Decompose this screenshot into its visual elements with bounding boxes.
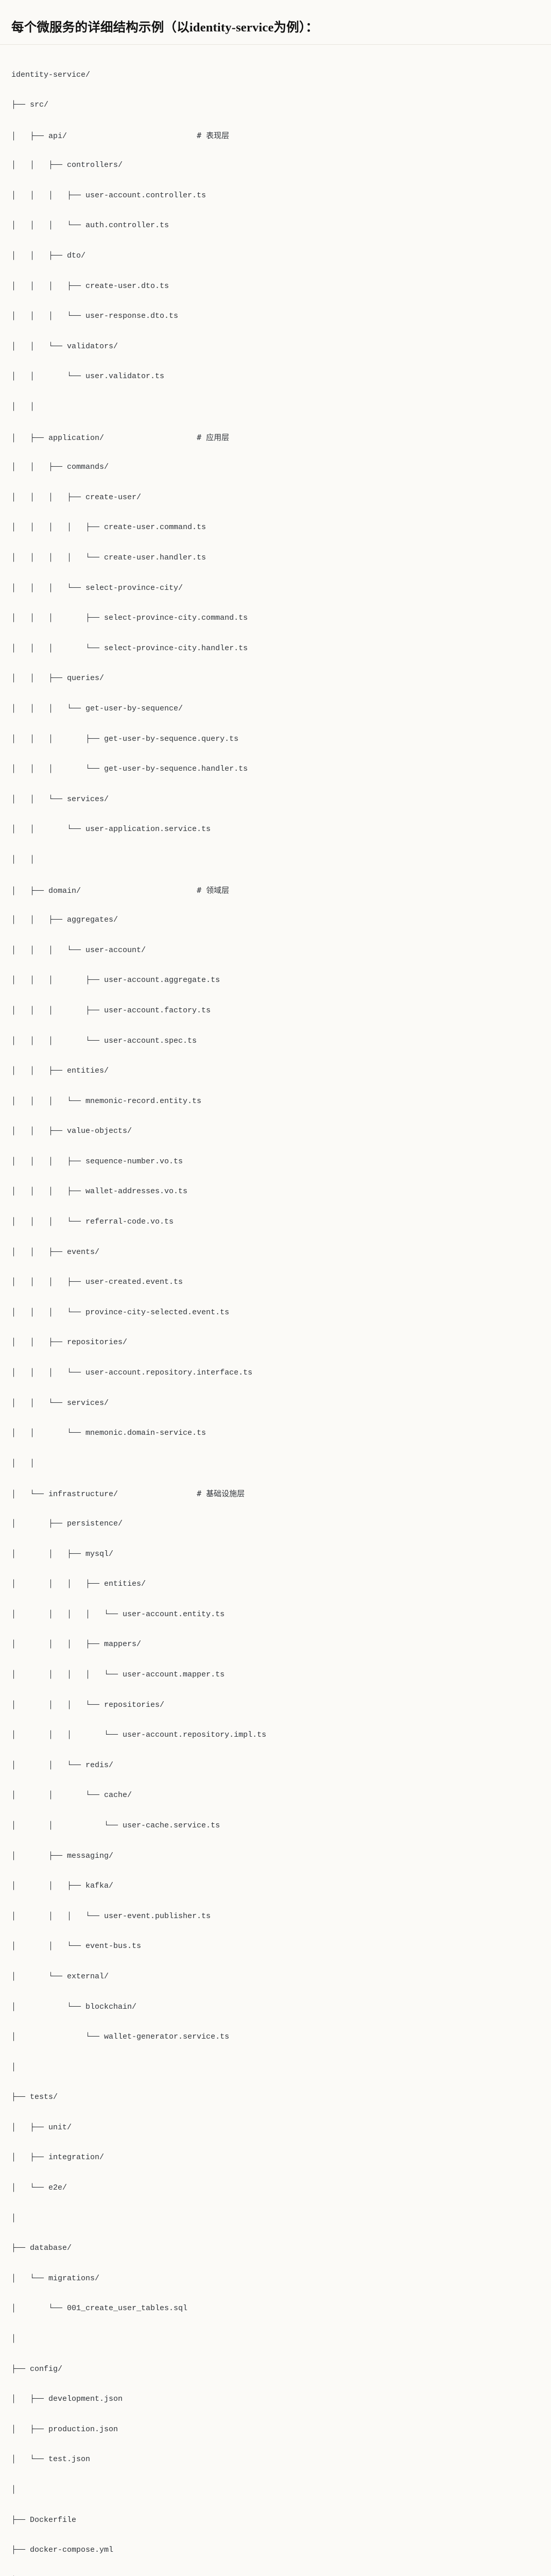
tree-line: ├── src/ [11, 98, 540, 112]
tree-line: │ [11, 2483, 540, 2497]
tree-line: │ │ │ └── user-account.spec.ts [11, 1034, 540, 1048]
tree-line: │ │ ├── queries/ [11, 671, 540, 686]
tree-line: │ │ ├── events/ [11, 1245, 540, 1260]
tree-line: │ │ │ │ └── create-user.handler.ts [11, 551, 540, 565]
tree-line: │ │ │ │ └── user-account.entity.ts [11, 1607, 540, 1622]
tree-line-comment: # 应用层 [197, 433, 229, 442]
tree-line: │ └── 001_create_user_tables.sql [11, 2301, 540, 2316]
tree-line: ├── Dockerfile [11, 2513, 540, 2528]
tree-line: │ │ ├── repositories/ [11, 1335, 540, 1350]
tree-line: │ │ [11, 853, 540, 867]
tree-line: │ ├── unit/ [11, 2121, 540, 2135]
tree-line: │ │ ├── dto/ [11, 249, 540, 263]
tree-line: identity-service/ [11, 68, 540, 82]
tree-line: │ └── test.json [11, 2452, 540, 2467]
tree-line: │ │ │ └── user-event.publisher.ts [11, 1909, 540, 1924]
tree-line: │ │ ├── mysql/ [11, 1547, 540, 1562]
tree-line: │ └── external/ [11, 1970, 540, 1984]
tree-line: │ │ └── user.validator.ts [11, 369, 540, 384]
tree-line: │ │ │ │ ├── create-user.command.ts [11, 520, 540, 535]
tree-line: │ │ ├── commands/ [11, 460, 540, 474]
tree-line: │ │ ├── value-objects/ [11, 1124, 540, 1139]
tree-line: │ └── migrations/ [11, 2272, 540, 2286]
tree-line: │ │ │ └── province-city-selected.event.t… [11, 1306, 540, 1320]
tree-line: │ │ └── services/ [11, 1396, 540, 1411]
tree-line: │ ├── production.json [11, 2422, 540, 2437]
tree-line: │ ├── development.json [11, 2392, 540, 2406]
tree-line: │ └── blockchain/ [11, 2000, 540, 2014]
tree-line: │ │ │ ├── get-user-by-sequence.query.ts [11, 732, 540, 747]
tree-line: ├── tests/ [11, 2090, 540, 2105]
tree-line: │ │ │ ├── sequence-number.vo.ts [11, 1155, 540, 1169]
tree-line: │ └── infrastructure/ # 基础设施层 [11, 1486, 540, 1501]
tree-line: │ └── wallet-generator.service.ts [11, 2030, 540, 2044]
directory-tree: identity-service/ ├── src/ │ ├── api/ # … [11, 68, 540, 2576]
tree-line: │ │ │ └── auth.controller.ts [11, 218, 540, 233]
tree-line: │ │ ├── controllers/ [11, 158, 540, 173]
tree-line: │ │ ├── kafka/ [11, 1879, 540, 1893]
tree-line: │ │ └── event-bus.ts [11, 1939, 540, 1954]
tree-line: │ ├── application/ # 应用层 [11, 430, 540, 445]
tree-line: │ │ └── cache/ [11, 1788, 540, 1803]
tree-line: │ │ │ └── referral-code.vo.ts [11, 1215, 540, 1229]
tree-line-comment: # 领域层 [197, 886, 229, 895]
tree-line: │ ├── persistence/ [11, 1517, 540, 1531]
tree-line: ├── package.json [11, 2573, 540, 2576]
tree-line-comment: # 表现层 [197, 131, 229, 140]
tree-line: │ │ └── redis/ [11, 1758, 540, 1773]
tree-line: │ ├── api/ # 表现层 [11, 128, 540, 143]
tree-line: ├── config/ [11, 2362, 540, 2377]
tree-line: │ │ └── services/ [11, 792, 540, 807]
tree-line: │ │ │ ├── create-user/ [11, 490, 540, 505]
tree-line: │ │ │ ├── entities/ [11, 1577, 540, 1591]
tree-line: │ │ │ └── select-province-city/ [11, 581, 540, 596]
tree-line: │ │ │ ├── wallet-addresses.vo.ts [11, 1184, 540, 1199]
tree-line: │ │ │ └── get-user-by-sequence.handler.t… [11, 762, 540, 776]
tree-line: │ │ │ └── repositories/ [11, 1698, 540, 1713]
tree-line: │ [11, 2060, 540, 2075]
tree-line: │ │ └── validators/ [11, 340, 540, 354]
tree-line: │ │ │ └── user-account/ [11, 943, 540, 958]
tree-line: │ │ │ ├── select-province-city.command.t… [11, 611, 540, 625]
tree-line: │ [11, 2332, 540, 2346]
tree-line: │ └── e2e/ [11, 2181, 540, 2195]
tree-line: │ │ │ ├── user-account.factory.ts [11, 1004, 540, 1018]
tree-line: │ │ │ ├── user-account.aggregate.ts [11, 973, 540, 988]
tree-line: │ │ [11, 400, 540, 414]
tree-line: ├── database/ [11, 2241, 540, 2256]
tree-line: │ ├── integration/ [11, 2150, 540, 2165]
tree-line: │ [11, 2211, 540, 2226]
tree-line: │ │ └── user-application.service.ts [11, 822, 540, 837]
tree-line: │ │ ├── entities/ [11, 1064, 540, 1078]
tree-line: │ │ │ │ └── user-account.mapper.ts [11, 1668, 540, 1682]
tree-line-comment: # 基础设施层 [197, 1489, 245, 1498]
tree-line: │ │ │ └── user-account.repository.interf… [11, 1366, 540, 1380]
tree-line: │ │ └── user-cache.service.ts [11, 1819, 540, 1833]
tree-line: │ │ │ ├── user-account.controller.ts [11, 189, 540, 203]
tree-line: │ │ │ ├── user-created.event.ts [11, 1275, 540, 1290]
page-title: 每个微服务的详细结构示例（以identity-service为例）： [0, 10, 551, 45]
tree-line: │ │ │ ├── create-user.dto.ts [11, 279, 540, 294]
tree-line: │ │ ├── aggregates/ [11, 913, 540, 927]
tree-line: │ ├── messaging/ [11, 1849, 540, 1863]
directory-tree-code-block: identity-service/ ├── src/ │ ├── api/ # … [0, 56, 551, 2576]
tree-line: │ │ │ └── select-province-city.handler.t… [11, 641, 540, 656]
tree-line: │ │ │ └── get-user-by-sequence/ [11, 702, 540, 716]
tree-line: │ │ └── mnemonic.domain-service.ts [11, 1426, 540, 1440]
tree-line: │ │ │ ├── mappers/ [11, 1637, 540, 1652]
tree-line: │ ├── domain/ # 领域层 [11, 883, 540, 897]
tree-line: │ │ │ └── user-response.dto.ts [11, 309, 540, 324]
tree-line: │ │ │ └── mnemonic-record.entity.ts [11, 1094, 540, 1109]
tree-line: ├── docker-compose.yml [11, 2543, 540, 2557]
document-page: 每个微服务的详细结构示例（以identity-service为例）： ident… [0, 10, 551, 2576]
tree-line: │ │ │ └── user-account.repository.impl.t… [11, 1728, 540, 1742]
tree-line: │ │ [11, 1456, 540, 1471]
